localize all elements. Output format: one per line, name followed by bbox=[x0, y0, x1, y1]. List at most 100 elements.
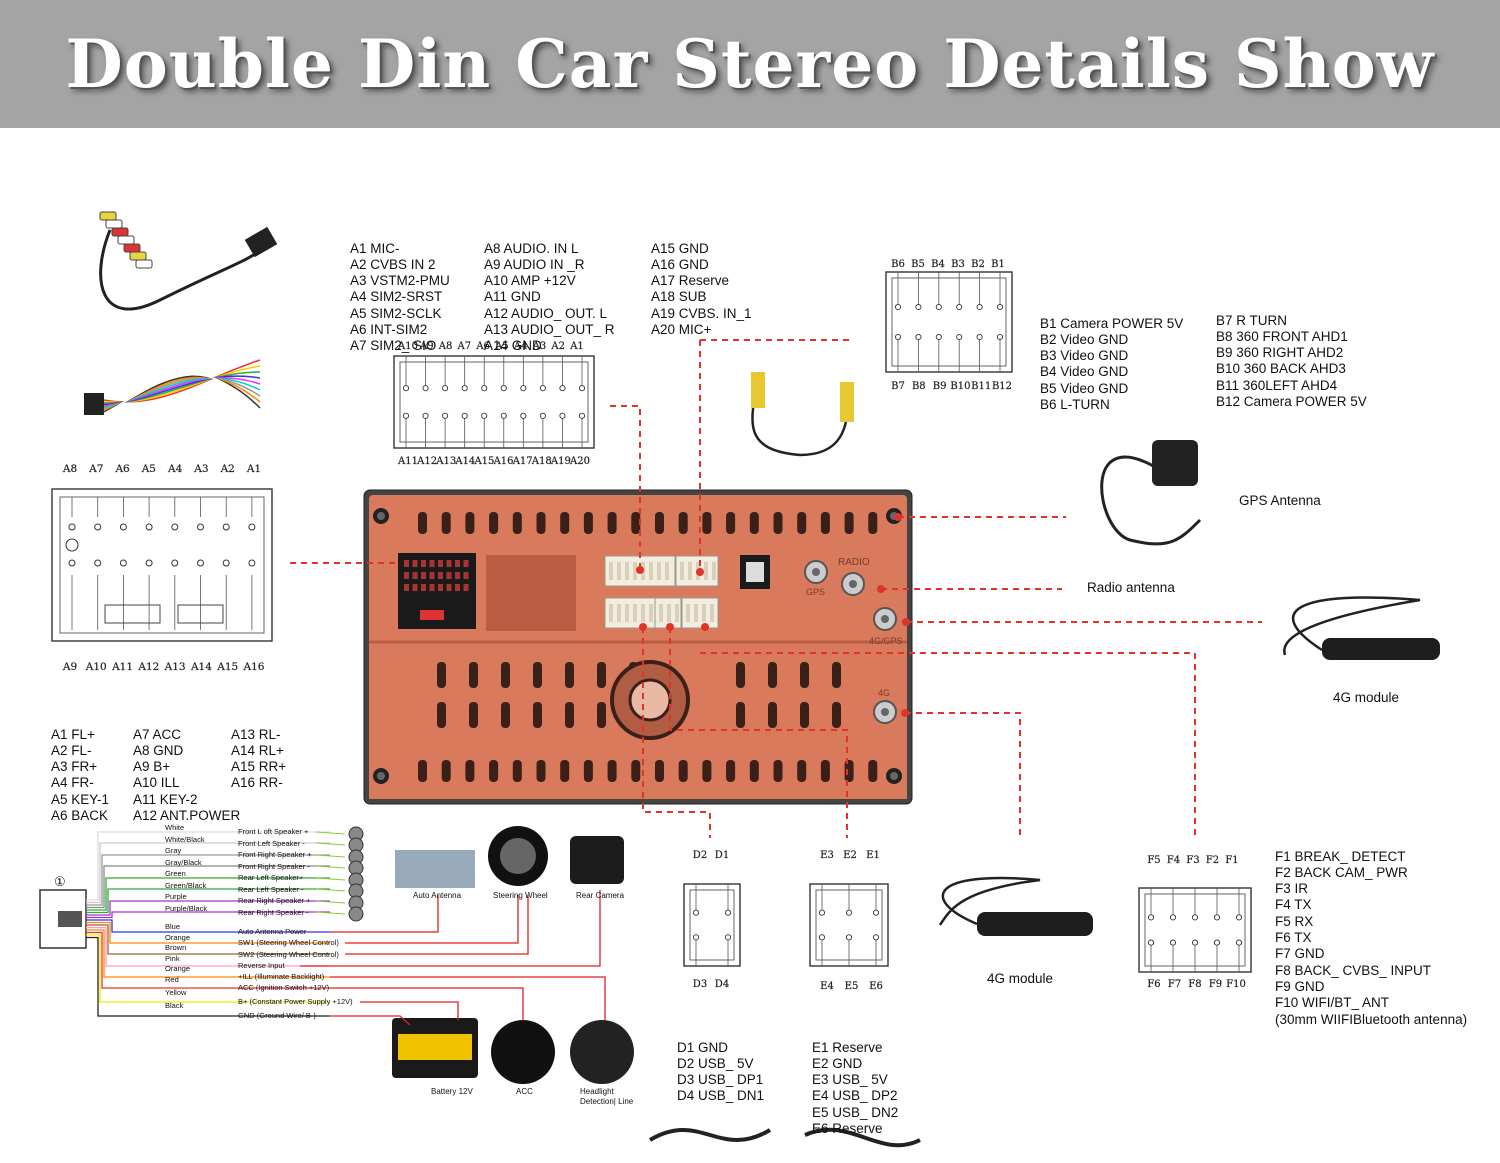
speaker-lead bbox=[315, 911, 346, 915]
a20-pin-top-a1: A1 bbox=[569, 341, 584, 352]
connector-f-pin bbox=[1235, 939, 1243, 946]
wiring-schematic bbox=[39, 826, 634, 1084]
plug-center bbox=[58, 911, 82, 927]
vent-slot bbox=[465, 760, 475, 782]
connector-a20-pin bbox=[559, 412, 566, 419]
vent-slot bbox=[678, 512, 688, 534]
connection-dot bbox=[666, 623, 674, 631]
connector-a20-pin bbox=[402, 412, 410, 419]
connector-f-pin bbox=[1147, 914, 1155, 921]
vent-slot bbox=[469, 702, 478, 728]
lead-steering bbox=[345, 895, 519, 944]
vent-slot bbox=[844, 512, 854, 534]
white-connector-pin bbox=[665, 562, 669, 580]
f-pin-top-f1: F1 bbox=[1225, 855, 1238, 866]
usb-cable-d bbox=[648, 1128, 772, 1142]
harness-pin-top-a7: A7 bbox=[88, 463, 103, 475]
white-connector-pin bbox=[694, 604, 698, 622]
white-connector-pin bbox=[704, 562, 708, 580]
speaker-icon bbox=[348, 906, 364, 922]
detection-line-label: Detection| Line bbox=[580, 1097, 634, 1106]
connector-a20-pin bbox=[578, 385, 586, 392]
socket-pin bbox=[438, 560, 443, 567]
connector-a20-pin bbox=[442, 412, 449, 419]
harness-pin bbox=[248, 559, 256, 567]
vent-slot bbox=[726, 760, 736, 782]
socket-pin bbox=[429, 560, 435, 567]
connector-d-pin bbox=[692, 909, 700, 916]
vent-slot bbox=[631, 512, 641, 534]
connector-d-inner bbox=[689, 889, 735, 961]
b-pin-bottom-b12: B12 bbox=[992, 381, 1012, 392]
lead-auto-antenna bbox=[330, 895, 439, 933]
connector-b-pin bbox=[976, 303, 983, 311]
b-pin-bottom-b7: B7 bbox=[891, 381, 905, 392]
vent-slot bbox=[565, 662, 574, 688]
socket-pin bbox=[412, 560, 418, 567]
connector-b-pin bbox=[915, 303, 922, 311]
vent-slot bbox=[489, 512, 499, 534]
harness-wire bbox=[86, 854, 330, 906]
harness-pin bbox=[68, 523, 76, 531]
f-pin-top-f3: F3 bbox=[1186, 855, 1199, 866]
headlight-picture bbox=[570, 1020, 634, 1084]
b-pin-top-b1: B1 bbox=[991, 259, 1005, 270]
headlight-label: Headlight bbox=[580, 1087, 614, 1096]
radio-port-label: RADIO bbox=[838, 557, 870, 568]
harness-wire bbox=[86, 934, 330, 1003]
vent-slot bbox=[800, 702, 809, 728]
harness-plug bbox=[244, 226, 278, 258]
vent-slot bbox=[536, 512, 546, 534]
socket-pin bbox=[438, 572, 443, 579]
white-connector-pin bbox=[710, 604, 714, 622]
socket-pin bbox=[429, 584, 435, 591]
harness-pin bbox=[119, 523, 127, 531]
radio-antenna-label: Radio antenna bbox=[1087, 580, 1175, 595]
lead-ground bbox=[330, 1015, 411, 1026]
a20-pin-bottom-a12: A12 bbox=[416, 456, 437, 467]
white-connector-pin bbox=[625, 562, 629, 580]
rca-plug bbox=[135, 259, 153, 269]
white-connector-pin bbox=[625, 604, 629, 622]
connection-dot bbox=[902, 618, 910, 626]
white-connector-pin bbox=[633, 604, 637, 622]
vent-slot bbox=[820, 512, 830, 534]
harness-pin-bottom-a13: A13 bbox=[164, 661, 186, 673]
b-pin-bottom-b9: B9 bbox=[933, 381, 947, 392]
rca-plug bbox=[99, 211, 117, 221]
connector-d-pin bbox=[724, 909, 732, 916]
lead-camera bbox=[300, 890, 601, 967]
vent-slot bbox=[489, 760, 499, 782]
vent-slot bbox=[565, 702, 574, 728]
vent-slot bbox=[597, 702, 606, 728]
4g-module-label-bottom: 4G module bbox=[987, 971, 1054, 986]
harness-wire bbox=[86, 865, 330, 909]
vent-slot bbox=[702, 760, 712, 782]
harness-pin bbox=[119, 559, 127, 567]
harness-pin-bottom-a15: A15 bbox=[216, 661, 238, 673]
socket-pin bbox=[404, 560, 409, 567]
vent-slot bbox=[437, 662, 446, 688]
wire-functions-top: Front L oft Speaker +Front Left Speaker … bbox=[238, 827, 312, 917]
steering-wheel-label: Steering Wheel bbox=[493, 891, 548, 900]
antenna-port-core bbox=[849, 580, 857, 588]
socket-pin bbox=[421, 560, 426, 567]
a20-pin-bottom-a13: A13 bbox=[435, 456, 456, 467]
harness-pin bbox=[171, 523, 179, 531]
rca-plug bbox=[105, 219, 123, 229]
connection-dot bbox=[696, 568, 704, 576]
white-connector-pin bbox=[633, 562, 637, 580]
harness-pin-top-a3: A3 bbox=[193, 463, 208, 475]
socket-pin bbox=[429, 572, 435, 579]
f-pin-bottom-f9: F9 bbox=[1209, 979, 1222, 990]
harness-pin-top-a8: A8 bbox=[62, 463, 77, 475]
connector-a20-pin bbox=[500, 385, 507, 392]
lead-headlight bbox=[330, 976, 606, 1020]
harness-pin-bottom-a16: A16 bbox=[243, 661, 265, 673]
connector-b-pin bbox=[996, 303, 1004, 311]
vent-slot bbox=[437, 702, 446, 728]
